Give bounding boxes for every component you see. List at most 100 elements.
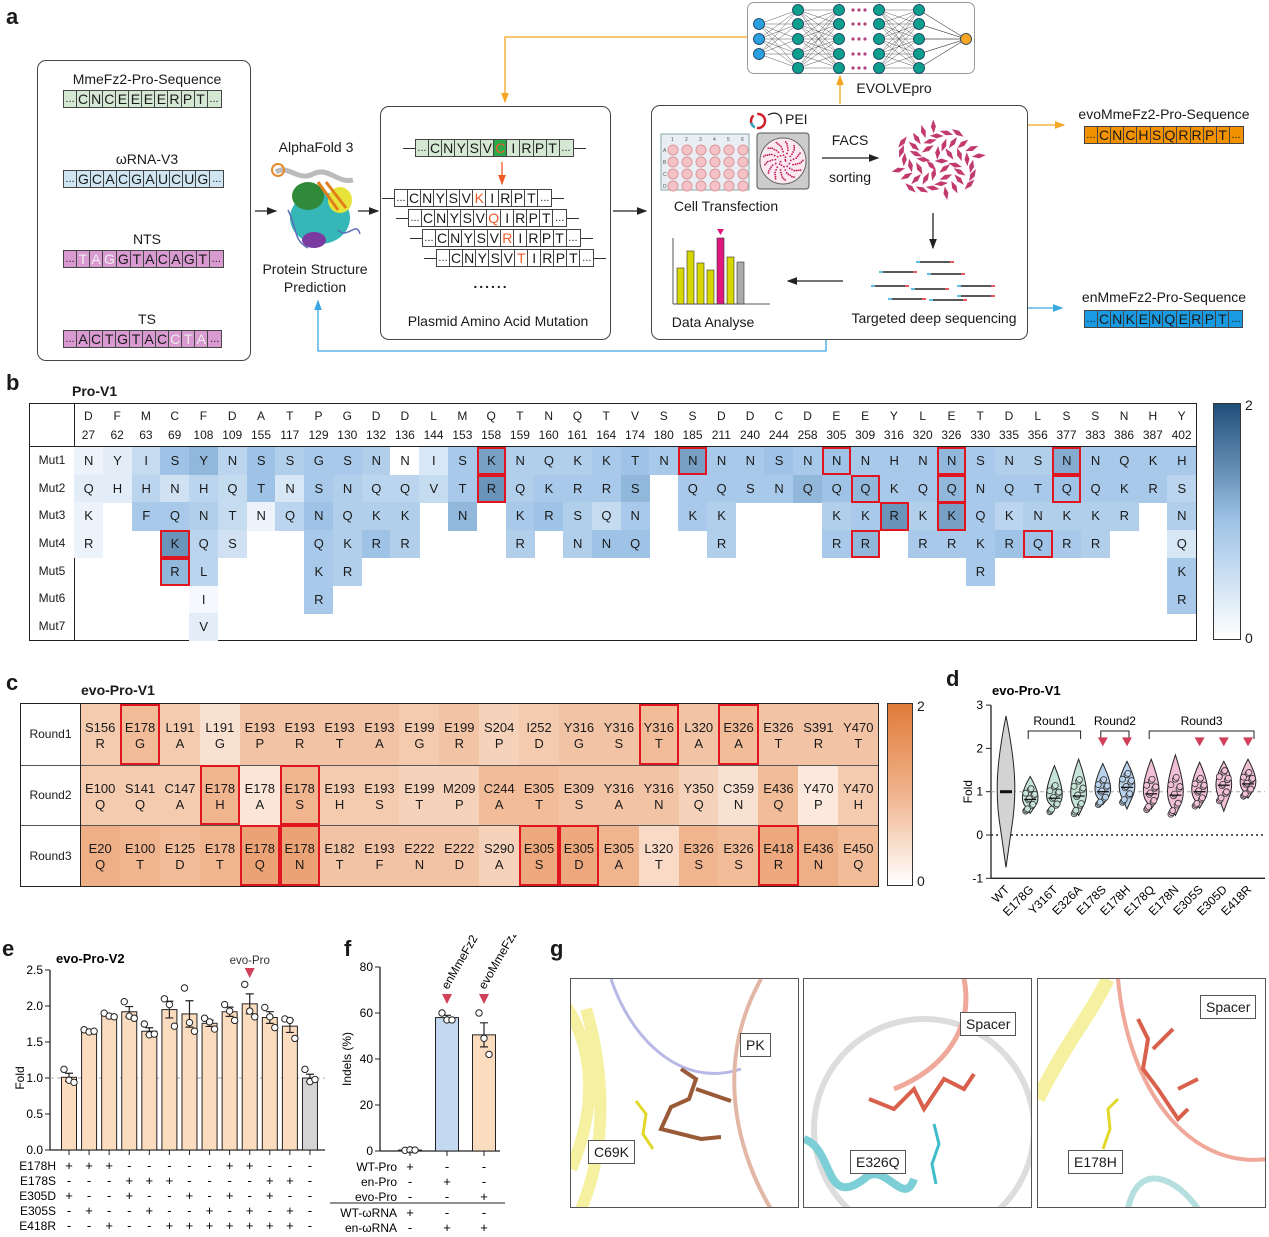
- data-point: [1243, 779, 1251, 787]
- data-point: [1195, 787, 1203, 795]
- well: [667, 156, 679, 168]
- data-point: [60, 1065, 68, 1074]
- heatmap-cell: K: [1138, 447, 1168, 476]
- nn-ellipsis-dot: [863, 8, 867, 12]
- condition-mark: +: [186, 1188, 194, 1203]
- heatmap-cell: H: [1167, 447, 1197, 476]
- sequence-cell: ...: [1085, 127, 1098, 143]
- sequence-cell: A: [144, 251, 157, 267]
- heatmap-cell: Q: [189, 530, 219, 559]
- data-point: [1200, 781, 1208, 789]
- mutation-site: E178: [244, 841, 275, 857]
- sequence-cell: C: [157, 251, 170, 267]
- structure-view: [570, 978, 799, 1208]
- cell-shape: [929, 133, 944, 139]
- data-point: [286, 1016, 294, 1025]
- data-point: [1024, 805, 1031, 813]
- condition-mark: -: [248, 1173, 252, 1188]
- cell-dot: [762, 155, 765, 158]
- heatmap-cell: K: [332, 530, 363, 559]
- heatmap-cell: Q: [217, 474, 248, 503]
- cell-shape: [900, 172, 913, 180]
- panel-label-f: f: [344, 936, 352, 961]
- data-analyse-label: Data Analyse: [671, 314, 755, 330]
- data-point: [246, 1007, 254, 1015]
- group-bracket: [1100, 730, 1130, 739]
- heatmap-cell: N: [620, 502, 650, 531]
- nn-edge: [918, 9, 967, 40]
- condition-mark: -: [207, 1188, 211, 1203]
- heatmap-cell: I: [419, 447, 449, 476]
- mutation-site: E199: [404, 780, 435, 796]
- mutation-residue: S: [694, 857, 704, 873]
- column-position: 27: [81, 428, 96, 442]
- mutation-residue: H: [215, 796, 225, 812]
- column-residue: M: [457, 409, 468, 423]
- heatmap-cell: S: [160, 447, 190, 476]
- mutation-residue: D: [574, 857, 584, 873]
- well: [723, 156, 735, 168]
- data-point: [1219, 780, 1227, 788]
- heatmap-cell: R: [1080, 530, 1111, 559]
- chart-title: evo-Pro-V2: [56, 951, 125, 966]
- cell-dot: [797, 169, 800, 172]
- condition-mark: -: [187, 1158, 191, 1173]
- heatmap-cell: R: [1052, 530, 1082, 559]
- heatmap-cell: S: [275, 447, 305, 476]
- cell-dot: [765, 162, 768, 164]
- cell-shape: [934, 158, 949, 164]
- sequence-cell: C: [78, 91, 91, 107]
- well: [737, 168, 749, 180]
- heatmap-cell: S: [332, 447, 363, 476]
- sequence-cell: A: [77, 331, 90, 347]
- sequence-cell: N: [1151, 311, 1164, 327]
- heatmap-cell: S: [764, 447, 794, 476]
- plasmid-mutation-box: [380, 106, 611, 340]
- heatmap-cell: R: [965, 557, 996, 587]
- row-label: Mut7: [38, 619, 66, 634]
- nn-ellipsis-dot: [851, 8, 855, 12]
- condition-mark: -: [147, 1188, 151, 1203]
- cell-shape: [969, 169, 976, 182]
- heatmap-cell: Q: [1109, 447, 1139, 476]
- highlight-marker-icon: [1194, 737, 1205, 747]
- mutation-site: Y316: [643, 720, 674, 735]
- heatmap-cell: N: [1167, 502, 1197, 531]
- sequence-cell: I: [528, 250, 542, 266]
- mutation-site: Y316: [603, 720, 635, 735]
- mutation-residue: P: [255, 736, 265, 751]
- sequence-cell: G: [183, 251, 197, 267]
- cell-dot: [775, 168, 777, 171]
- condition-label: evo-Pro: [355, 1190, 397, 1204]
- colorbar-min: 0: [917, 873, 925, 889]
- condition-mark: +: [85, 1203, 93, 1218]
- sequence-cell: ...: [64, 331, 77, 347]
- data-point: [1148, 775, 1156, 783]
- condition-mark: +: [65, 1188, 73, 1203]
- heatmap-cell: Q: [850, 474, 881, 503]
- column-position: 136: [394, 428, 415, 442]
- cell-dot: [781, 148, 784, 151]
- column-residue: A: [256, 409, 265, 423]
- sequence-cell: N: [464, 250, 477, 266]
- highlight-marker-icon: [479, 994, 489, 1004]
- cell-dot: [774, 162, 777, 165]
- nn-ellipsis-dot: [857, 22, 861, 26]
- data-point: [140, 1020, 149, 1028]
- heatmap-cell: Q: [74, 474, 104, 503]
- well: [709, 168, 721, 180]
- sequence-cell: ...: [1231, 313, 1241, 325]
- nn-node: [833, 33, 845, 45]
- sequence-cell: C: [1099, 127, 1112, 143]
